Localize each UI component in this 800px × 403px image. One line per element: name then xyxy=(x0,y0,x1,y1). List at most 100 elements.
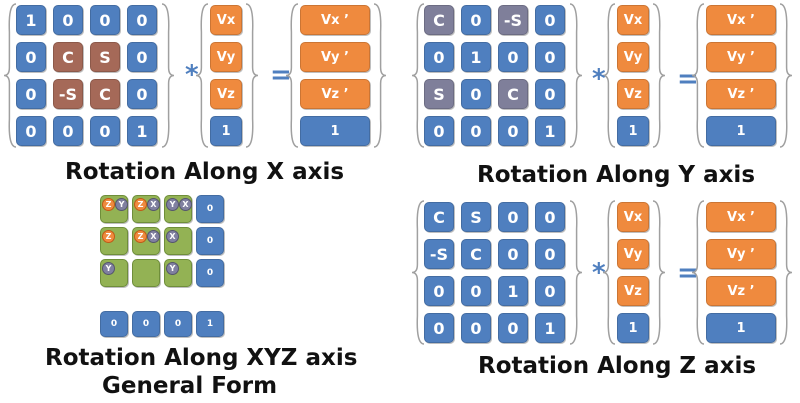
matrix-cell: 0 xyxy=(53,116,83,146)
matrix-cell: 0 xyxy=(127,79,157,109)
vector-in-cell: Vx xyxy=(210,5,242,35)
matrix-cell: 0 xyxy=(461,116,491,146)
matrix-cell: 0 xyxy=(424,42,454,72)
vector-out-right-brace xyxy=(779,3,793,152)
vector-out-left-brace xyxy=(285,3,299,152)
general-form-bottom-cell: 0 xyxy=(100,311,128,337)
rot_y-left-brace xyxy=(411,3,425,152)
rotation-z-equals-sign: = xyxy=(677,258,699,288)
vector-in-right-brace xyxy=(652,200,666,349)
matrix-cell: 1 xyxy=(535,116,565,146)
general-form-side-cell: 0 xyxy=(196,227,224,255)
vector-in-left-brace xyxy=(602,3,616,152)
rotation-xyz-title: Rotation Along XYZ axis xyxy=(45,345,358,371)
vector-in-cell: 1 xyxy=(617,116,649,146)
axis-x-dot: X xyxy=(166,230,179,243)
matrix-cell: 0 xyxy=(535,239,565,269)
matrix-cell: 0 xyxy=(16,79,46,109)
matrix-cell: 0 xyxy=(498,116,528,146)
matrix-cell: 0 xyxy=(461,79,491,109)
matrix-cell: S xyxy=(461,202,491,232)
vector-out-right-brace xyxy=(779,200,793,349)
general-form-bottom-cell: 1 xyxy=(196,311,224,337)
axis-x-dot: X xyxy=(179,198,192,211)
matrix-cell: -S xyxy=(424,239,454,269)
rotation-y-multiply-sign: * xyxy=(592,64,606,94)
matrix-cell: 1 xyxy=(461,42,491,72)
vector-out-cell: 1 xyxy=(706,116,776,146)
vector-out-cell: 1 xyxy=(300,116,370,146)
matrix-cell: 0 xyxy=(535,202,565,232)
vector-in-left-brace xyxy=(195,3,209,152)
vector-in-right-brace xyxy=(245,3,259,152)
matrix-cell: 1 xyxy=(498,276,528,306)
matrix-cell: C xyxy=(461,239,491,269)
rotation-xyz-subtitle: General Form xyxy=(102,373,278,399)
axis-x-dot: X xyxy=(147,198,160,211)
vector-out-cell: Vx ’ xyxy=(706,5,776,35)
rot_z-left-brace xyxy=(411,200,425,349)
matrix-cell: 0 xyxy=(498,42,528,72)
matrix-cell: 0 xyxy=(424,116,454,146)
rotation-x-multiply-sign: * xyxy=(185,60,199,90)
vector-in-cell: Vz xyxy=(617,79,649,109)
general-form-cell xyxy=(132,259,160,287)
matrix-cell: 1 xyxy=(16,5,46,35)
axis-z-dot: Z xyxy=(134,230,147,243)
rot_y-right-brace xyxy=(569,3,583,152)
matrix-cell: 1 xyxy=(535,313,565,343)
vector-out-cell: Vy ’ xyxy=(706,42,776,72)
matrix-cell: 1 xyxy=(127,116,157,146)
axis-y-dot: Y xyxy=(102,262,115,275)
vector-in-cell: Vy xyxy=(617,239,649,269)
vector-in-cell: Vz xyxy=(210,79,242,109)
matrix-cell: S xyxy=(424,79,454,109)
matrix-cell: 0 xyxy=(16,42,46,72)
matrix-cell: 0 xyxy=(535,79,565,109)
vector-in-left-brace xyxy=(602,200,616,349)
rotation-y-title: Rotation Along Y axis xyxy=(477,162,756,188)
vector-out-cell: Vy ’ xyxy=(300,42,370,72)
matrix-cell: 0 xyxy=(127,42,157,72)
vector-out-cell: 1 xyxy=(706,313,776,343)
vector-out-cell: Vx ’ xyxy=(300,5,370,35)
matrix-cell: 0 xyxy=(424,313,454,343)
vector-out-left-brace xyxy=(691,200,705,349)
axis-y-dot: Y xyxy=(115,198,128,211)
rot_z-right-brace xyxy=(569,200,583,349)
rot_x-left-brace xyxy=(3,3,17,152)
matrix-cell: 0 xyxy=(53,5,83,35)
vector-in-cell: 1 xyxy=(617,313,649,343)
general-form-bottom-cell: 0 xyxy=(164,311,192,337)
vector-in-cell: Vx xyxy=(617,202,649,232)
matrix-cell: C xyxy=(90,79,120,109)
matrix-cell: S xyxy=(90,42,120,72)
matrix-cell: C xyxy=(53,42,83,72)
vector-out-cell: Vz ’ xyxy=(706,79,776,109)
matrix-cell: 0 xyxy=(127,5,157,35)
rotation-z-multiply-sign: * xyxy=(592,258,606,288)
axis-z-dot: Z xyxy=(134,198,147,211)
vector-out-cell: Vz ’ xyxy=(706,276,776,306)
matrix-cell: -S xyxy=(53,79,83,109)
matrix-cell: -S xyxy=(498,5,528,35)
vector-in-cell: Vy xyxy=(210,42,242,72)
vector-in-right-brace xyxy=(652,3,666,152)
matrix-cell: 0 xyxy=(498,239,528,269)
rotation-z-title: Rotation Along Z axis xyxy=(478,353,757,379)
vector-out-cell: Vz ’ xyxy=(300,79,370,109)
matrix-cell: C xyxy=(498,79,528,109)
vector-out-cell: Vx ’ xyxy=(706,202,776,232)
vector-out-right-brace xyxy=(373,3,387,152)
general-form-side-cell: 0 xyxy=(196,259,224,287)
axis-z-dot: Z xyxy=(102,230,115,243)
matrix-cell: 0 xyxy=(16,116,46,146)
vector-out-cell: Vy ’ xyxy=(706,239,776,269)
matrix-cell: 0 xyxy=(535,276,565,306)
matrix-cell: C xyxy=(424,202,454,232)
matrix-cell: C xyxy=(424,5,454,35)
